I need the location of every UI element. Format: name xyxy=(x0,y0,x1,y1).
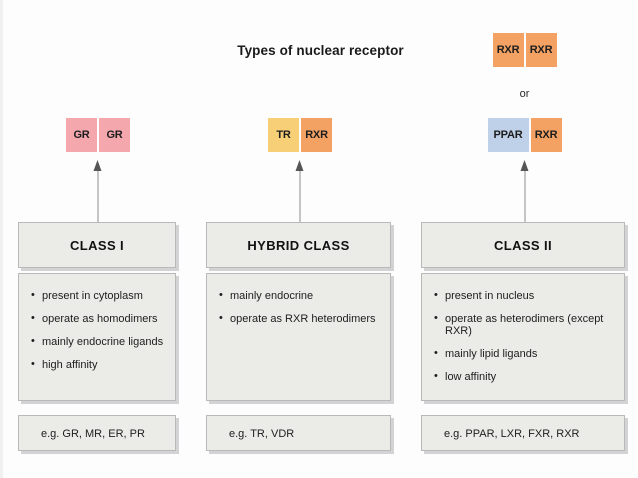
or-separator-label: or xyxy=(519,88,530,100)
class-header-box: HYBRID CLASS xyxy=(206,222,391,268)
example-text: e.g. PPAR, LXR, FXR, RXR xyxy=(444,428,580,440)
example-text: e.g. GR, MR, ER, PR xyxy=(41,428,145,440)
class-detail-box: present in nucleus operate as heterodime… xyxy=(421,273,625,401)
class-example-box: e.g. PPAR, LXR, FXR, RXR xyxy=(421,415,625,451)
list-item: mainly lipid ligands xyxy=(434,347,624,360)
receptor-unit: GR xyxy=(99,118,130,152)
page-title: Types of nuclear receptor xyxy=(237,43,404,58)
feature-list: mainly endocrine operate as RXR heterodi… xyxy=(219,289,390,325)
list-item: operate as heterodimers (except RXR) xyxy=(434,312,624,337)
list-item: mainly endocrine ligands xyxy=(31,335,175,348)
list-item: operate as RXR heterodimers xyxy=(219,312,390,325)
receptor-unit: PPAR xyxy=(487,118,529,152)
list-item: present in cytoplasm xyxy=(31,289,175,302)
receptor-unit: RXR xyxy=(530,118,562,152)
class-heading: HYBRID CLASS xyxy=(247,238,350,253)
receptor-dimer: PPAR RXR xyxy=(487,118,562,152)
list-item: present in nucleus xyxy=(434,289,624,302)
list-item: operate as homodimers xyxy=(31,312,175,325)
class-detail-box: present in cytoplasm operate as homodime… xyxy=(18,273,176,401)
example-text: e.g. TR, VDR xyxy=(229,428,295,440)
connector-arrow-icon xyxy=(519,160,530,230)
receptor-dimer: GR GR xyxy=(66,118,130,152)
connector-arrow-icon xyxy=(93,160,104,230)
list-item: low affinity xyxy=(434,370,624,383)
receptor-unit: RXR xyxy=(492,33,524,67)
class-heading: CLASS II xyxy=(493,238,553,253)
class-example-box: e.g. TR, VDR xyxy=(206,415,391,451)
receptor-unit: GR xyxy=(66,118,97,152)
receptor-unit: RXR xyxy=(301,118,332,152)
class-detail-box: mainly endocrine operate as RXR heterodi… xyxy=(206,273,391,401)
class-header-box: CLASS I xyxy=(18,222,176,268)
class-example-box: e.g. GR, MR, ER, PR xyxy=(18,415,176,451)
class-heading: CLASS I xyxy=(69,238,125,253)
receptor-dimer: RXR RXR xyxy=(492,33,557,67)
list-item: mainly endocrine xyxy=(219,289,390,302)
list-item: high affinity xyxy=(31,358,175,371)
receptor-unit: TR xyxy=(268,118,299,152)
feature-list: present in nucleus operate as heterodime… xyxy=(434,289,624,383)
receptor-dimer: TR RXR xyxy=(268,118,332,152)
connector-arrow-icon xyxy=(295,160,306,230)
feature-list: present in cytoplasm operate as homodime… xyxy=(31,289,175,371)
receptor-unit: RXR xyxy=(525,33,557,67)
class-header-box: CLASS II xyxy=(421,222,625,268)
